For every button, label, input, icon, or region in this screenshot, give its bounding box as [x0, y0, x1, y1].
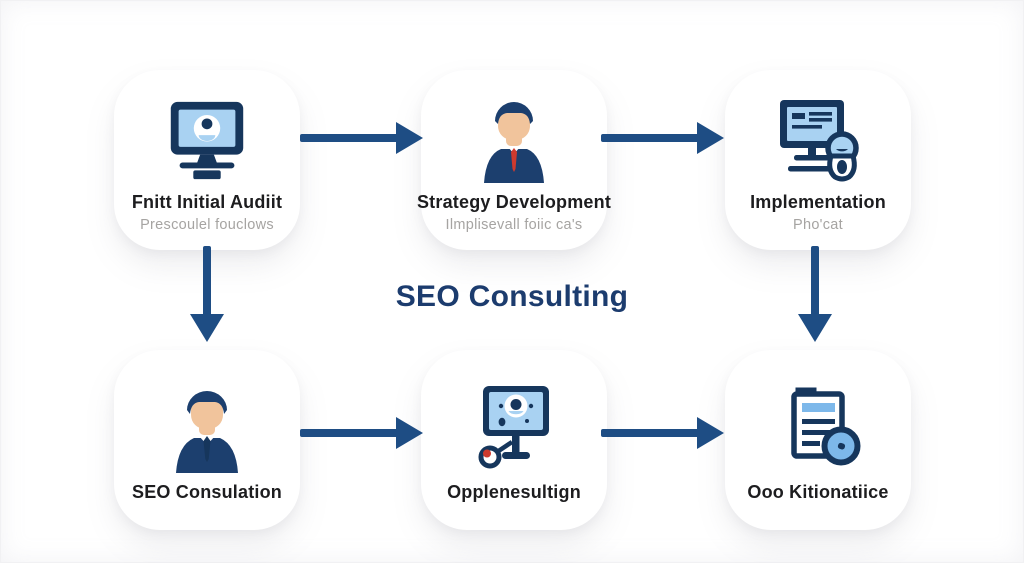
- arrow-head: [396, 122, 423, 154]
- monitor-text-lock-icon: [768, 90, 868, 186]
- arrow-head: [697, 122, 724, 154]
- arrow-head: [798, 314, 832, 342]
- node-subtitle: Ilmplisevall foiic ca's: [445, 216, 583, 233]
- node-subtitle: Pho'cat: [792, 216, 843, 233]
- node-title: Strategy Development: [416, 191, 612, 212]
- arrow-down-audit-to-consultation: [190, 246, 224, 342]
- monitor-user-icon: [158, 90, 256, 186]
- arrow-shaft: [601, 134, 699, 142]
- arrow-right-consultation-to-optimization: [300, 417, 423, 449]
- arrow-head: [396, 417, 423, 449]
- node-optimization: Opplenesultign: [421, 350, 607, 530]
- node-implementation: Implementation Pho'cat: [725, 70, 911, 250]
- node-seo-consultation: SEO Consulation: [114, 350, 300, 530]
- node-subtitle: Prescoulel fouclows: [140, 216, 274, 233]
- arrow-head: [190, 314, 224, 342]
- businessman-navy-tie-icon: [157, 380, 257, 476]
- businessman-red-tie-icon: [464, 90, 564, 186]
- monitor-analytics-mouse-icon: [463, 380, 565, 476]
- arrow-shaft: [300, 429, 398, 437]
- document-badge-icon: [768, 380, 868, 476]
- node-title: SEO Consulation: [131, 481, 282, 502]
- arrow-shaft: [811, 246, 819, 316]
- node-title: Fnitt Initial Audiit: [131, 191, 283, 212]
- node-reporting: Ooo Kitionatiice: [725, 350, 911, 530]
- arrow-shaft: [203, 246, 211, 316]
- node-title: Ooo Kitionatiice: [747, 481, 889, 502]
- node-title: Implementation: [750, 191, 886, 212]
- arrow-right-optimization-to-reporting: [601, 417, 724, 449]
- arrow-right-audit-to-strategy: [300, 122, 423, 154]
- node-title: Opplenesultign: [447, 481, 581, 502]
- node-initial-audit: Fnitt Initial Audiit Prescoulel fouclows: [114, 70, 300, 250]
- diagram-title: SEO Consulting: [395, 280, 629, 313]
- arrow-shaft: [300, 134, 398, 142]
- arrow-down-implementation-to-reporting: [798, 246, 832, 342]
- arrow-head: [697, 417, 724, 449]
- arrow-right-strategy-to-implementation: [601, 122, 724, 154]
- node-strategy-development: Strategy Development Ilmplisevall foiic …: [417, 70, 611, 250]
- arrow-shaft: [601, 429, 699, 437]
